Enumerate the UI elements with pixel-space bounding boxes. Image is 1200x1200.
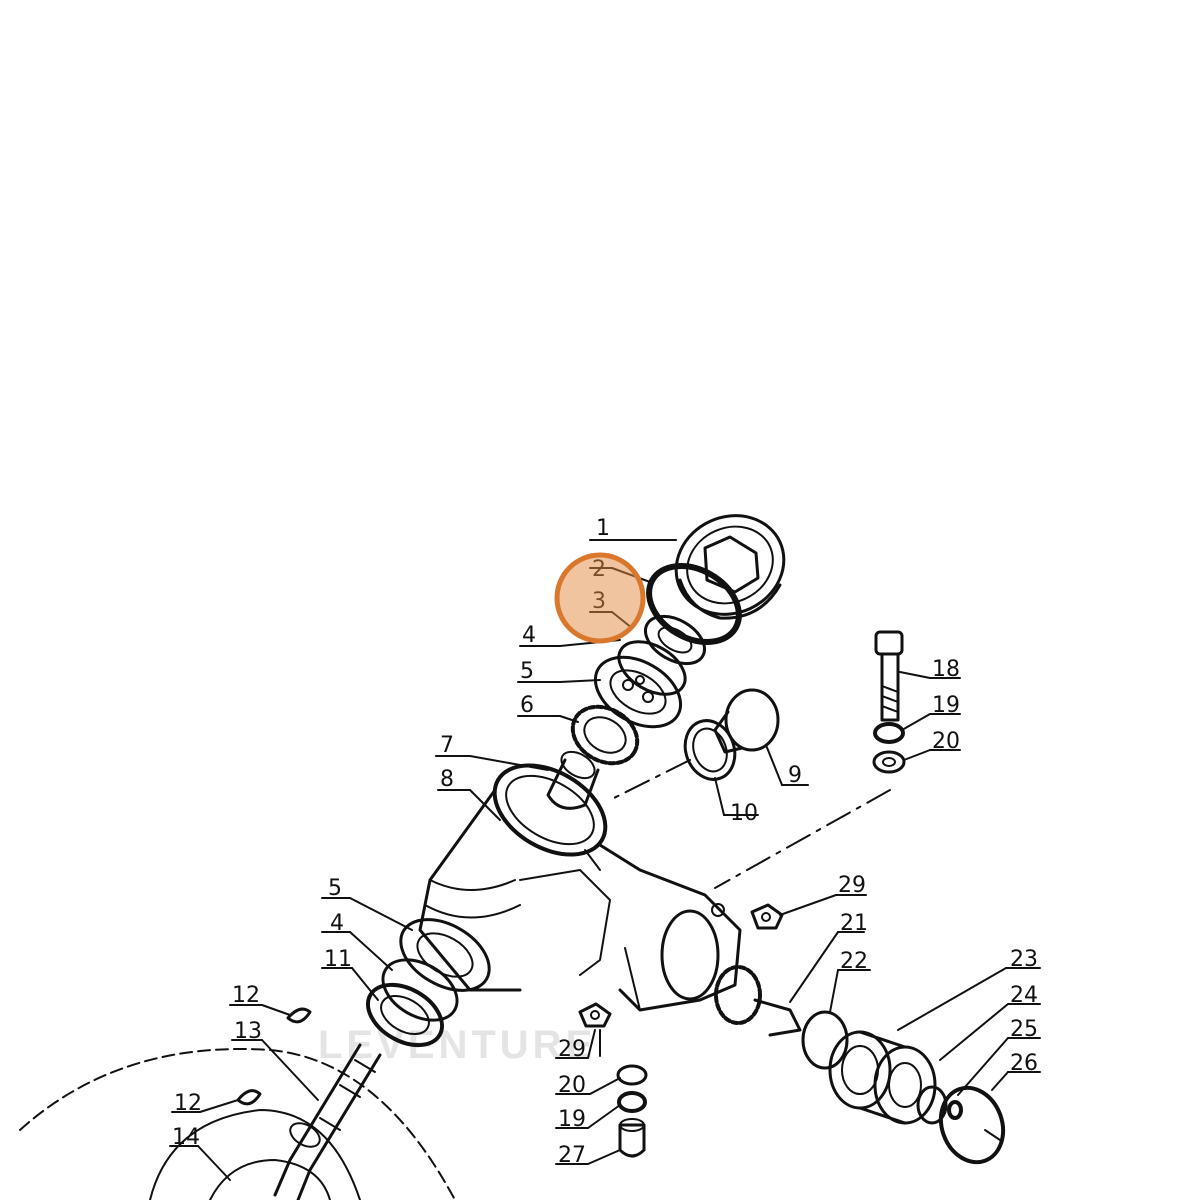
callout-12-upper: 12	[232, 983, 260, 1008]
part-20-washer-lower	[616, 1064, 648, 1086]
part-19-spring-washer-lower	[617, 1091, 647, 1113]
callout-20-lower: 20	[558, 1073, 586, 1098]
part-26-circlip	[938, 1085, 1006, 1165]
part-3-washer	[644, 614, 706, 666]
part-10-gasket	[683, 719, 737, 781]
part-6-gear	[570, 704, 640, 766]
callout-29-upper: 29	[838, 873, 866, 898]
callout-10: 10	[730, 801, 758, 826]
leader-lines	[169, 539, 1041, 1181]
part-21-gear-shaft	[714, 965, 802, 1037]
watermark: LEVENTURE	[318, 1023, 596, 1067]
part-7-shaft	[546, 750, 600, 810]
part-20-washer-upper	[872, 750, 906, 774]
part-1-cap	[674, 514, 786, 620]
part-8-housing	[418, 763, 742, 1012]
callout-4-upper: 4	[522, 623, 536, 648]
callout-19-lower: 19	[558, 1107, 586, 1132]
callout-11: 11	[324, 947, 352, 972]
part-12-key-upper	[286, 1007, 312, 1024]
part-12-key-lower	[236, 1089, 262, 1106]
part-4-circlip-lower	[381, 958, 459, 1022]
callout-21: 21	[840, 911, 868, 936]
part-25-nut	[947, 1100, 963, 1120]
part-23-bearing	[828, 1030, 937, 1125]
callout-9: 9	[788, 763, 802, 788]
part-4-circlip-upper	[617, 640, 687, 696]
callout-20-upper: 20	[932, 729, 960, 754]
part-24-washer	[916, 1085, 948, 1125]
callout-13: 13	[234, 1019, 262, 1044]
callout-19-upper: 19	[932, 693, 960, 718]
callout-14: 14	[172, 1125, 200, 1150]
callout-22: 22	[840, 949, 868, 974]
part-11-seal	[366, 982, 444, 1048]
highlight-marker	[554, 552, 646, 644]
callout-29-lower: 29	[558, 1037, 586, 1062]
center-lines	[599, 759, 1001, 1141]
part-18-bolt	[874, 630, 904, 722]
part-19-spring-washer-upper	[873, 722, 905, 744]
callout-4-lower: 4	[330, 911, 344, 936]
callout-23: 23	[1010, 947, 1038, 972]
callout-5-lower: 5	[328, 876, 342, 901]
callout-12-lower: 12	[174, 1091, 202, 1116]
callout-24: 24	[1010, 983, 1038, 1008]
callout-25: 25	[1010, 1017, 1038, 1042]
part-22-collar	[801, 1010, 849, 1070]
part-29-gasket-upper	[750, 903, 784, 930]
part-13-shaft	[273, 1043, 382, 1200]
callout-7: 7	[440, 733, 454, 758]
part-27-bolt	[618, 1118, 646, 1158]
callout-5-upper: 5	[520, 659, 534, 684]
wheel-outline	[19, 1048, 456, 1200]
callout-6: 6	[520, 693, 534, 718]
part-2-o-ring	[646, 563, 742, 645]
callout-26: 26	[1010, 1051, 1038, 1076]
callout-8: 8	[440, 767, 454, 792]
callout-18: 18	[932, 657, 960, 682]
callout-27: 27	[558, 1143, 586, 1168]
part-29-gasket-lower	[578, 1002, 612, 1028]
callout-1: 1	[596, 516, 610, 541]
